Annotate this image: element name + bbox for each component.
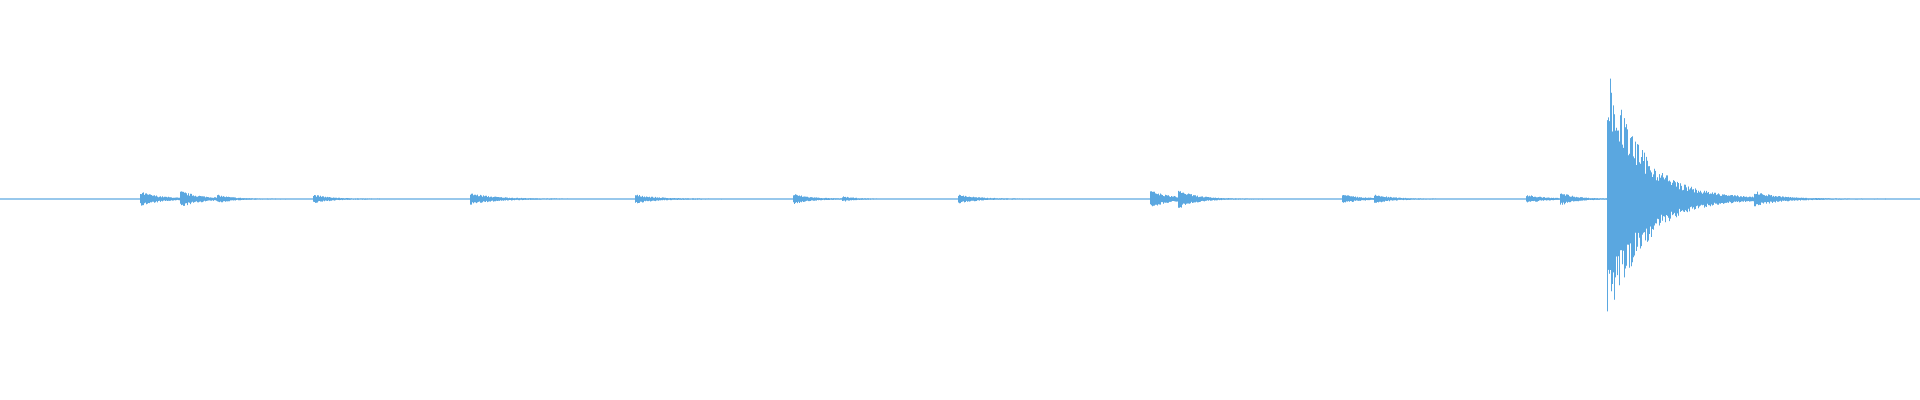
waveform-samples [73, 78, 1917, 312]
